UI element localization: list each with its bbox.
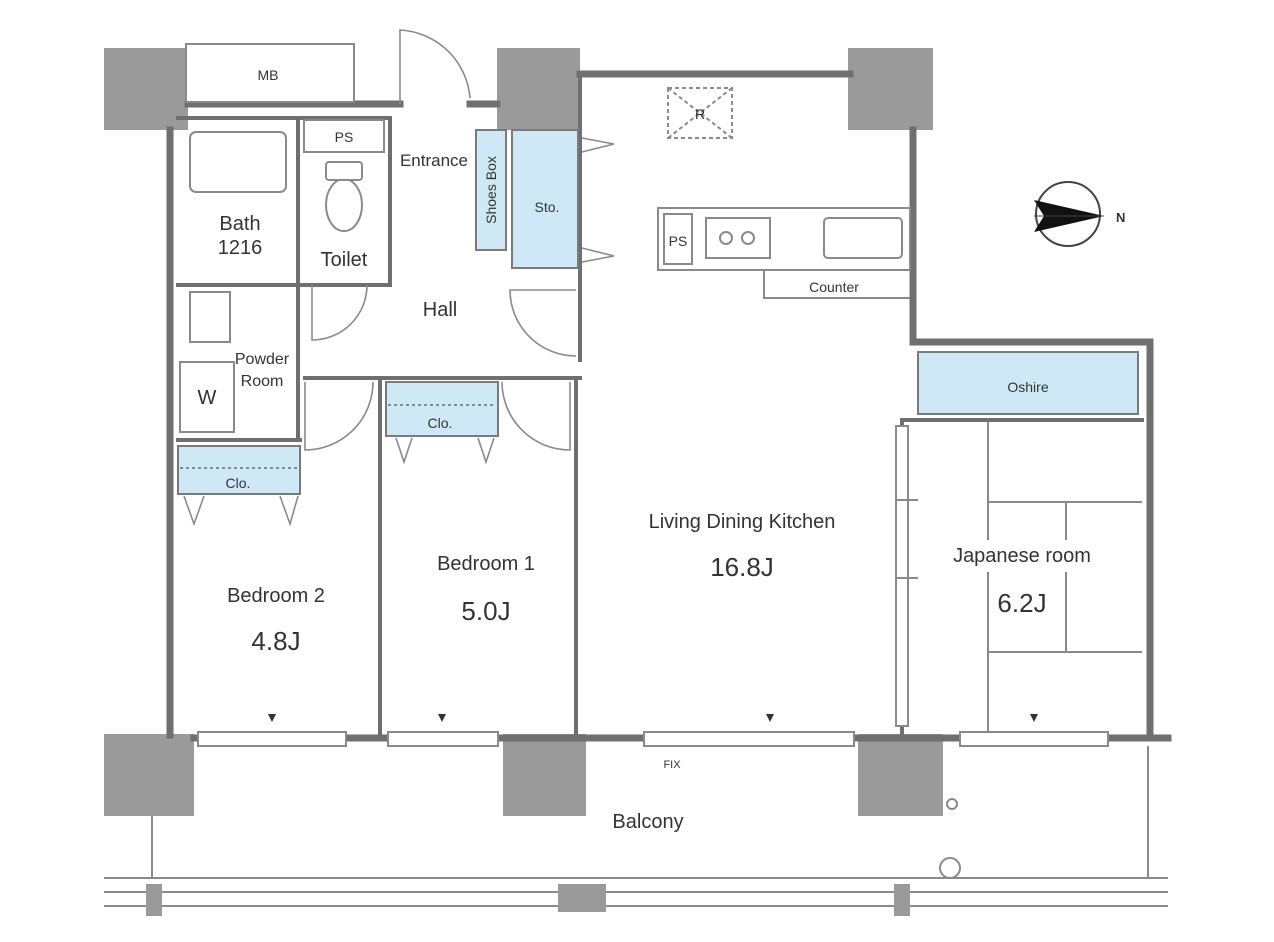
mb-box: [185, 43, 355, 103]
bath-label: Bath: [219, 213, 260, 235]
pillar-bottom-left: [104, 734, 194, 816]
bedroom2-door: [304, 381, 374, 451]
japanese-room-label: Japanese room: [953, 545, 1091, 567]
pillar-bottom-right: [858, 734, 943, 816]
hall-label: Hall: [423, 299, 457, 321]
ldk-label: Living Dining Kitchen: [649, 511, 836, 533]
powder-room-label-2: Room: [241, 373, 284, 390]
tatami-lines: [987, 422, 1142, 732]
pillar-bottom-center: [503, 734, 586, 816]
balcony-label: Balcony: [612, 811, 683, 833]
closet-b1-label: Clo.: [428, 415, 453, 431]
bedroom2-area: 4.8J: [251, 626, 300, 656]
oshiire-label: Oshire: [1007, 379, 1048, 395]
refrigerator-space: [667, 87, 733, 139]
bedroom1-label: Bedroom 1: [437, 553, 535, 575]
toilet-door: [311, 284, 368, 341]
bedroom2-label: Bedroom 2: [227, 585, 325, 607]
ps-top-label: PS: [335, 129, 354, 145]
bedroom1-door: [501, 381, 571, 451]
closet-bedroom1: [385, 381, 499, 437]
japanese-room-label-bg: [936, 540, 1114, 572]
japanese-room-area: 6.2J: [997, 588, 1046, 618]
washer-space: [179, 361, 235, 433]
counter-label: Counter: [809, 279, 859, 295]
entrance-door: [399, 29, 471, 104]
closet-bedroom2: [177, 445, 301, 495]
pillar-top-center: [497, 48, 580, 130]
ldk-area: 16.8J: [710, 552, 774, 582]
counter-outline: [763, 270, 910, 299]
shoes-box-label: Shoes Box: [483, 156, 499, 224]
washer-label: W: [198, 387, 217, 409]
refrigerator-label: R: [695, 106, 705, 122]
stove: [705, 217, 771, 259]
ps-shaft: [303, 119, 385, 153]
mb-label: MB: [258, 67, 279, 83]
shoes-box: [475, 129, 507, 251]
pillar-top-right: [848, 48, 933, 130]
sliding-doors: [895, 425, 918, 727]
ps-kitchen-label: PS: [669, 233, 688, 249]
interior-walls: [176, 72, 1144, 737]
bedroom1-area: 5.0J: [461, 596, 510, 626]
oshiire-closet: [917, 351, 1139, 415]
north-arrow-icon: [1034, 181, 1104, 247]
ps-kitchen: [663, 213, 693, 265]
bath-size: 1216: [218, 237, 263, 259]
toilet-bowl: [325, 178, 363, 232]
closet-b2-label: Clo.: [226, 475, 251, 491]
bathtub: [189, 131, 287, 193]
north-label: N: [1116, 210, 1125, 225]
entrance-label: Entrance: [400, 151, 468, 170]
ldk-door: [509, 289, 577, 357]
sink: [823, 217, 903, 259]
toilet-tank: [325, 161, 363, 181]
powder-room-label-1: Powder: [235, 351, 290, 368]
vanity: [189, 291, 231, 343]
toilet-label: Toilet: [321, 249, 368, 271]
storage-label: Sto.: [535, 199, 560, 215]
fix-label: FIX: [663, 759, 681, 771]
pillar-top-left: [104, 48, 188, 130]
pillars: [104, 48, 943, 816]
balcony-outline: [104, 746, 1168, 916]
windows: [197, 714, 1109, 747]
storage-closet: [511, 129, 579, 269]
